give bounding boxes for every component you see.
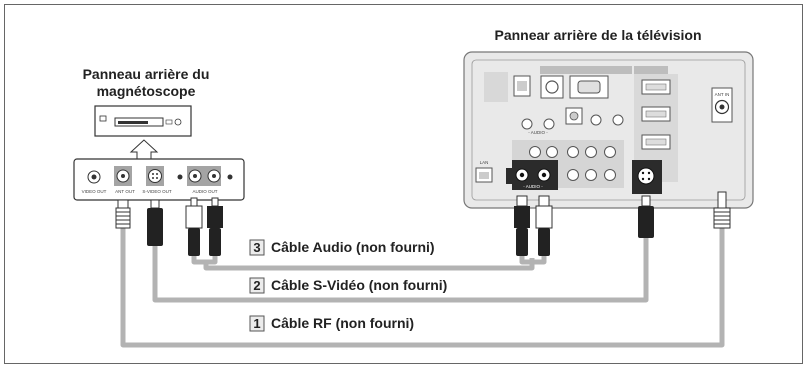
rf-connector-tv-icon bbox=[713, 191, 731, 229]
rf-connector-vcr-icon bbox=[115, 199, 131, 229]
svideo-connector-vcr-icon bbox=[147, 199, 163, 246]
vcr-port-svideo-out: S-VIDEO OUT bbox=[142, 189, 172, 194]
svideo-connector-tv-icon bbox=[638, 195, 654, 238]
vcr-device-icon bbox=[94, 105, 192, 137]
vcr-port-ant-out: ANT OUT bbox=[115, 189, 135, 194]
tv-panel-title: Pannear arrière de la télévision bbox=[495, 27, 702, 43]
tv-lan-label: LAN bbox=[480, 160, 489, 165]
tv-audio-label-2: - AUDIO - bbox=[528, 130, 548, 135]
cable-svideo-label: 2 Câble S-Vidéo (non fourni) bbox=[249, 277, 447, 294]
tv-ant-in-label: ANT IN bbox=[715, 92, 730, 97]
vcr-panel-title-line1: Panneau arrière du bbox=[83, 66, 210, 82]
vcr-panel-title-line2: magnétoscope bbox=[97, 83, 196, 99]
cable-svideo-number: 2 bbox=[253, 278, 260, 293]
vcr-port-audio-out: AUDIO OUT bbox=[192, 189, 217, 194]
cable-svideo-text: Câble S-Vidéo (non fourni) bbox=[271, 277, 447, 293]
cable-rf-label: 1 Câble RF (non fourni) bbox=[249, 315, 414, 332]
cable-rf-route bbox=[120, 228, 725, 348]
vcr-back-panel bbox=[73, 158, 245, 201]
tv-audio-label: - AUDIO - bbox=[523, 184, 543, 189]
cable-rf-text: Câble RF (non fourni) bbox=[271, 315, 414, 331]
audio-connectors-vcr-icon bbox=[185, 197, 223, 256]
cable-audio-text: Câble Audio (non fourni) bbox=[271, 239, 435, 255]
vcr-port-video-out: VIDEO OUT bbox=[82, 189, 107, 194]
cable-rf-number: 1 bbox=[253, 316, 260, 331]
cable-audio-label: 3 Câble Audio (non fourni) bbox=[249, 239, 435, 256]
cable-svideo-route bbox=[152, 238, 649, 303]
cable-audio-route bbox=[191, 256, 547, 271]
cable-audio-number: 3 bbox=[253, 240, 260, 255]
tv-back-panel bbox=[463, 51, 754, 209]
audio-connectors-tv-icon bbox=[514, 195, 553, 256]
